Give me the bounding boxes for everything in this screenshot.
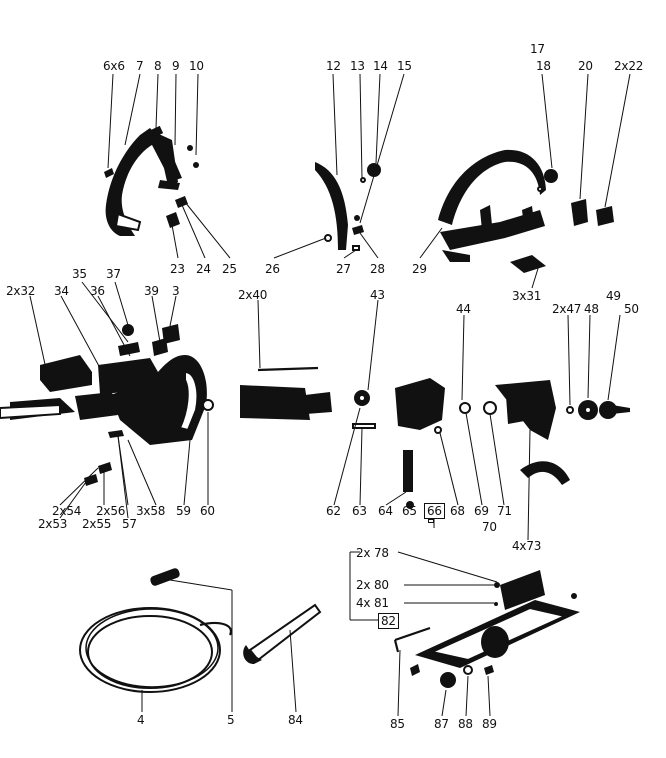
callout-4: 4	[137, 713, 145, 727]
callout-57: 57	[122, 517, 137, 531]
callout-2x53: 2x53	[38, 517, 68, 531]
callout-28: 28	[370, 262, 385, 276]
callout-29: 29	[412, 262, 427, 276]
power-cable-part	[79, 568, 233, 712]
callout-85: 85	[390, 717, 405, 731]
callout-2x78: 2x 78	[356, 546, 389, 560]
callout-7: 7	[136, 59, 144, 73]
callout-44: 44	[456, 302, 471, 316]
callout-18: 18	[536, 59, 551, 73]
callout-36: 36	[90, 284, 105, 298]
callout-5: 5	[227, 713, 235, 727]
base-plate-part	[349, 551, 580, 717]
callout-6x6: 6x6	[103, 59, 125, 73]
callout-69: 69	[474, 504, 489, 518]
callout-8: 8	[154, 59, 162, 73]
callout-2x67	[428, 519, 434, 523]
callout-23: 23	[170, 262, 185, 276]
callout-2x55: 2x55	[82, 517, 112, 531]
callout-68: 68	[450, 504, 465, 518]
callout-64: 64	[378, 504, 393, 518]
callout-4x73: 4x73	[512, 539, 542, 553]
callout-39: 39	[144, 284, 159, 298]
callout-15: 15	[397, 59, 412, 73]
callout-13: 13	[350, 59, 365, 73]
callout-12: 12	[326, 59, 341, 73]
callout-2x54: 2x54	[52, 504, 82, 518]
callout-26: 26	[265, 262, 280, 276]
callout-60: 60	[200, 504, 215, 518]
callout-3: 3	[172, 284, 180, 298]
callout-63: 63	[352, 504, 367, 518]
callout-71: 71	[497, 504, 512, 518]
callout-62: 62	[326, 504, 341, 518]
gear-housing-part	[333, 299, 630, 541]
callout-2x32: 2x32	[6, 284, 36, 298]
callout-2x56: 2x56	[96, 504, 126, 518]
upper-blade-guard-part	[104, 73, 231, 259]
callout-88: 88	[458, 717, 473, 731]
callout-14: 14	[373, 59, 388, 73]
callout-2x47: 2x47	[552, 302, 582, 316]
callout-25: 25	[222, 262, 237, 276]
callout-82: 82	[378, 613, 399, 629]
callout-2x80: 2x 80	[356, 578, 389, 592]
callout-3x58: 3x58	[136, 504, 166, 518]
callout-49: 49	[606, 289, 621, 303]
lower-guard-assembly-part	[419, 73, 631, 289]
callout-37: 37	[106, 267, 121, 281]
small-fastener-parts	[59, 430, 129, 519]
callout-9: 9	[172, 59, 180, 73]
callout-3x31: 3x31	[512, 289, 542, 303]
callout-10: 10	[189, 59, 204, 73]
callout-34: 34	[54, 284, 69, 298]
callout-89: 89	[482, 717, 497, 731]
callout-4x81: 4x 81	[356, 596, 389, 610]
callout-70: 70	[482, 520, 497, 534]
callout-27: 27	[336, 262, 351, 276]
wrench-part	[243, 603, 322, 713]
callout-84: 84	[288, 713, 303, 727]
callout-48: 48	[584, 302, 599, 316]
motor-housing-part	[0, 281, 332, 506]
callout-35: 35	[72, 267, 87, 281]
callout-66: 66	[424, 503, 445, 519]
callout-65: 65	[402, 504, 417, 518]
callout-2x22: 2x22	[614, 59, 644, 73]
callout-2x40: 2x40	[238, 288, 268, 302]
callout-50: 50	[624, 302, 639, 316]
callout-59: 59	[176, 504, 191, 518]
riving-knife-part	[273, 73, 405, 259]
callout-43: 43	[370, 288, 385, 302]
callout-87: 87	[434, 717, 449, 731]
callout-20: 20	[578, 59, 593, 73]
callout-24: 24	[196, 262, 211, 276]
callout-17: 17	[530, 42, 545, 56]
